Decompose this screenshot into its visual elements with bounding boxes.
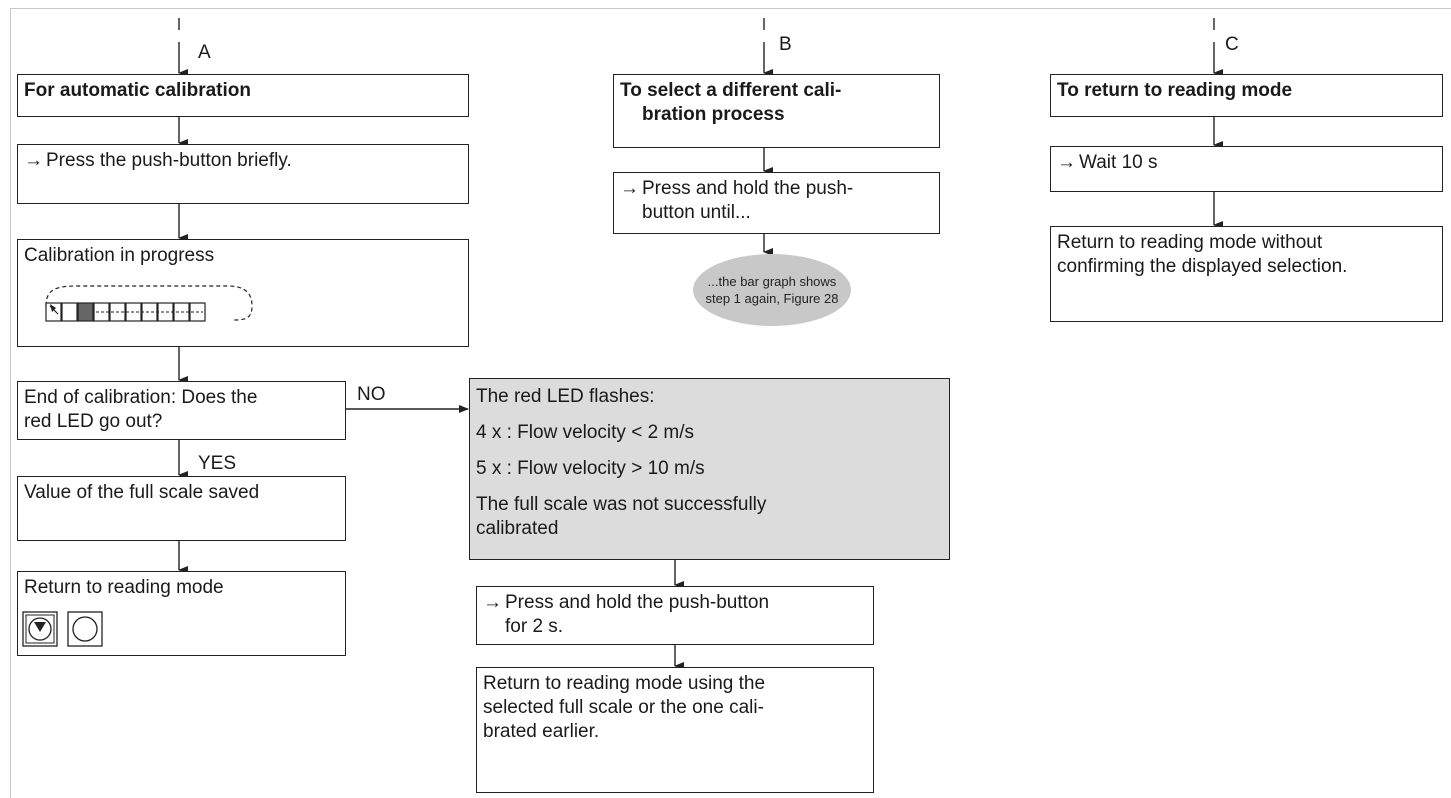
return-no-confirm-box: Return to reading mode without confirmin… — [1050, 226, 1443, 322]
flow-low-text: 4 x : Flow velocity < 2 m/s — [476, 422, 695, 443]
return-no-confirm-line1: Return to reading mode without — [1057, 232, 1323, 253]
bar-graph-note-line1: ...the bar graph shows — [707, 274, 837, 289]
yes-label: YES — [198, 453, 237, 474]
led-flashes-text: The red LED flashes: — [476, 386, 655, 407]
not-calibrated-line2: calibrated — [476, 518, 559, 539]
return-reading-box: Return to reading mode — [17, 571, 346, 656]
wait-box: →Wait 10 s — [1050, 146, 1443, 192]
press-hold-until-line1: Press and hold the push- — [642, 178, 854, 199]
led-flashes-box: The red LED flashes: 4 x : Flow velocity… — [469, 378, 950, 560]
right-arrow-icon: → — [483, 592, 502, 613]
flow-high-text: 5 x : Flow velocity > 10 m/s — [476, 458, 705, 479]
auto-calibration-title-box: For automatic calibration — [17, 74, 469, 117]
select-process-title-line2: bration process — [642, 104, 785, 125]
right-arrow-icon: → — [1057, 152, 1076, 173]
calibration-progress-text: Calibration in progress — [24, 245, 215, 266]
bar-graph-note-line2: step 1 again, Figure 28 — [705, 291, 839, 306]
press-hold-2s-box: →Press and hold the push-button for 2 s. — [476, 586, 874, 645]
branch-label-b: B — [779, 34, 792, 55]
wait-text: Wait 10 s — [1079, 152, 1158, 173]
press-hold-until-box: →Press and hold the push- button until..… — [613, 172, 940, 234]
bar-graph-note: ...the bar graph shows step 1 again, Fig… — [693, 254, 851, 326]
not-calibrated-line1: The full scale was not successfully — [476, 494, 767, 515]
press-briefly-box: →Press the push-button briefly. — [17, 144, 469, 204]
auto-calibration-title: For automatic calibration — [24, 80, 251, 101]
end-calibration-box: End of calibration: Does the red LED go … — [17, 381, 346, 440]
led-indicator-icon — [22, 611, 103, 647]
value-saved-box: Value of the full scale saved — [17, 476, 346, 541]
value-saved-text: Value of the full scale saved — [24, 482, 260, 503]
no-label: NO — [357, 384, 386, 405]
return-using-line1: Return to reading mode using the — [483, 673, 766, 694]
press-briefly-text: Press the push-button briefly. — [46, 150, 292, 171]
return-title-box: To return to reading mode — [1050, 74, 1443, 117]
select-process-title-box: To select a different cali- bration proc… — [613, 74, 940, 148]
branch-label-c: C — [1225, 34, 1239, 55]
select-process-title-line1: To select a different cali- — [620, 80, 842, 101]
page-frame — [10, 8, 1451, 798]
press-hold-2s-line2: for 2 s. — [505, 616, 564, 637]
end-calibration-line1: End of calibration: Does the — [24, 387, 258, 408]
right-arrow-icon: → — [24, 150, 43, 171]
right-arrow-icon: → — [620, 178, 639, 199]
return-using-box: Return to reading mode using the selecte… — [476, 667, 874, 793]
press-hold-until-line2: button until... — [642, 202, 751, 223]
calibration-progress-box: Calibration in progress — [17, 239, 469, 347]
bar-graph-icon — [45, 285, 253, 322]
return-title: To return to reading mode — [1057, 80, 1293, 101]
return-no-confirm-line2: confirming the displayed selection. — [1057, 256, 1348, 277]
end-calibration-line2: red LED go out? — [24, 411, 163, 432]
branch-label-a: A — [198, 42, 211, 63]
return-using-line3: brated earlier. — [483, 721, 600, 742]
return-using-line2: selected full scale or the one cali- — [483, 697, 764, 718]
press-hold-2s-line1: Press and hold the push-button — [505, 592, 770, 613]
return-reading-text: Return to reading mode — [24, 577, 224, 598]
